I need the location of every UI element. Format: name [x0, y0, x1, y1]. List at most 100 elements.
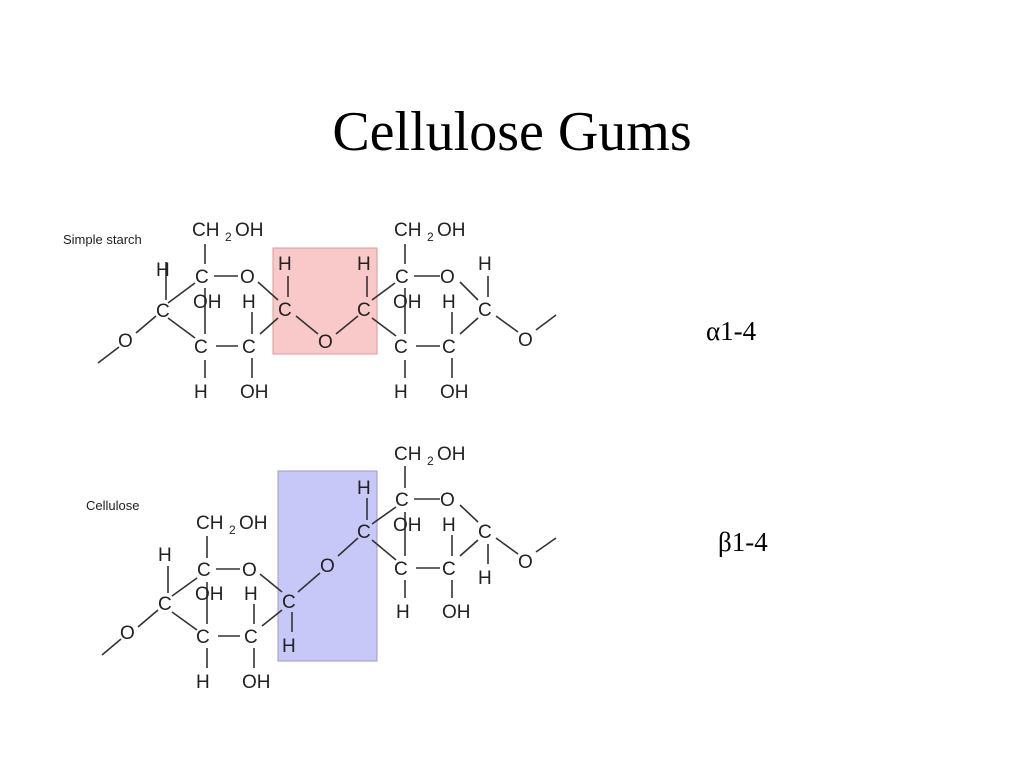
bond-line — [167, 317, 196, 339]
alpha-linkage-highlight — [272, 247, 378, 355]
atom-label-hydroxyl: OH — [242, 672, 271, 693]
atom-label-hydrogen: H — [156, 260, 170, 281]
atom-label-oxygen: O — [318, 332, 333, 353]
cellulose-caption: Cellulose — [86, 498, 139, 513]
bond-line — [371, 317, 397, 337]
atom-label-oxygen: O — [320, 556, 335, 577]
bond-line — [459, 504, 479, 523]
bond-line — [259, 317, 279, 335]
atom-label-ch2-left: CH — [196, 513, 223, 534]
atom-label-carbon: C — [195, 267, 209, 288]
atom-label-hydrogen: H — [442, 292, 456, 313]
atom-label-hydrogen: H — [394, 382, 408, 403]
bond-line — [257, 281, 279, 301]
atom-label-ch2-right: OH — [437, 444, 466, 465]
atom-label-oxygen: O — [120, 623, 135, 644]
beta-linkage-label: β1-4 — [718, 527, 768, 557]
bond-line — [101, 638, 122, 656]
atom-label-carbon: C — [442, 337, 456, 358]
atom-label-hydroxyl: OH — [440, 382, 469, 403]
atom-label-hydrogen: H — [158, 545, 172, 566]
atom-label-hydrogen: H — [196, 672, 210, 693]
atom-label-carbon: C — [478, 300, 492, 321]
cellulose-structure: Cellulose O — [86, 444, 557, 693]
atom-label-carbon: C — [196, 627, 210, 648]
bond-line — [261, 609, 283, 627]
atom-label-ch2-right: OH — [437, 220, 466, 241]
starch-structure: Simple starch — [63, 220, 557, 403]
bond-line — [335, 315, 359, 335]
bond-line — [295, 315, 319, 335]
atom-label-hydrogen: H — [396, 602, 410, 623]
atom-label-carbon: C — [282, 592, 296, 613]
bond-line — [259, 573, 283, 593]
atom-label-carbon: C — [394, 337, 408, 358]
atom-label-carbon: C — [158, 594, 172, 615]
atom-label-hydrogen: H — [244, 584, 258, 605]
atom-label-carbon: C — [395, 490, 409, 511]
bond-line — [535, 314, 557, 331]
bond-line — [535, 537, 557, 553]
atom-label-hydroxyl: OH — [393, 292, 422, 313]
bond-line — [297, 572, 321, 593]
bond-line — [371, 282, 396, 301]
atom-label-ch2-right: OH — [239, 513, 268, 534]
bond-line — [371, 506, 397, 525]
atom-label-oxygen: O — [518, 330, 533, 351]
atom-label-hydrogen: H — [478, 254, 492, 275]
atom-label-hydroxyl: OH — [240, 382, 269, 403]
bond-line — [135, 315, 157, 334]
ch2-subscript: 2 — [427, 454, 434, 468]
atom-label-carbon: C — [357, 300, 371, 321]
atom-label-carbon: C — [442, 559, 456, 580]
atom-label-oxygen: O — [518, 552, 533, 573]
atom-label-carbon: C — [395, 267, 409, 288]
atom-label-ch2-right: OH — [235, 220, 264, 241]
atom-label-carbon: C — [394, 559, 408, 580]
slide-title: Cellulose Gums — [332, 101, 692, 163]
bond-line — [167, 282, 196, 304]
atom-label-carbon: C — [357, 522, 371, 543]
ch2-subscript: 2 — [427, 230, 434, 244]
atom-label-hydrogen: H — [194, 382, 208, 403]
atom-label-hydroxyl: OH — [195, 584, 224, 605]
atom-label-oxygen: O — [440, 267, 455, 288]
ch2-subscript: 2 — [225, 230, 232, 244]
atom-label-hydrogen: H — [242, 292, 256, 313]
atom-label-carbon: C — [194, 337, 208, 358]
atom-label-hydroxyl: OH — [193, 292, 222, 313]
atom-label-oxygen: O — [118, 331, 133, 352]
atom-label-carbon: C — [156, 301, 170, 322]
atom-label-carbon: C — [242, 337, 256, 358]
starch-caption: Simple starch — [63, 232, 142, 247]
atom-label-ch2-left: CH — [394, 444, 421, 465]
alpha-linkage-label: α1-4 — [706, 316, 757, 346]
beta-linkage-highlight — [277, 470, 378, 662]
atom-label-oxygen: O — [440, 490, 455, 511]
bond-line — [171, 577, 198, 597]
atom-label-hydrogen: H — [442, 515, 456, 536]
atom-label-oxygen: O — [242, 560, 257, 581]
atom-label-carbon: C — [244, 627, 258, 648]
atom-label-hydrogen: H — [357, 478, 371, 499]
atom-label-carbon: C — [197, 560, 211, 581]
bond-line — [371, 539, 397, 561]
atom-label-hydrogen: H — [357, 254, 371, 275]
bond-line — [459, 281, 479, 301]
atom-label-hydrogen: H — [478, 568, 492, 589]
atom-label-hydrogen: H — [278, 254, 292, 275]
atom-label-hydroxyl: OH — [442, 602, 471, 623]
bond-line — [459, 539, 479, 557]
ch2-subscript: 2 — [229, 523, 236, 537]
bond-line — [495, 315, 519, 333]
atom-label-oxygen: O — [240, 267, 255, 288]
bond-line — [495, 537, 519, 555]
bond-line — [171, 611, 198, 631]
atom-label-carbon: C — [278, 300, 292, 321]
atom-label-hydroxyl: OH — [393, 515, 422, 536]
atom-label-ch2-left: CH — [394, 220, 421, 241]
bond-line — [337, 537, 359, 557]
bond-line — [137, 609, 159, 628]
bond-line — [459, 317, 479, 335]
